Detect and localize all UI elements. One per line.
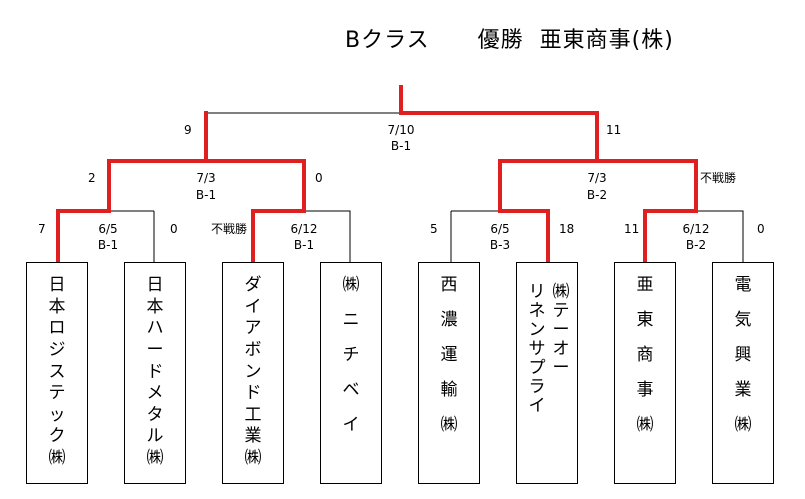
- r1d-code: B-2: [685, 238, 707, 252]
- r1a-right-score: 0: [170, 222, 178, 236]
- r1d-right-score: 0: [757, 222, 765, 236]
- semi-right-date: 7/3: [587, 171, 607, 185]
- r1c-winner-path: [498, 159, 599, 264]
- team-suffix: ㈱: [440, 415, 458, 435]
- team-suffix: ㈱: [48, 448, 66, 468]
- r1b-code: B-1: [293, 238, 315, 252]
- team-suffix: ㈱: [244, 448, 262, 468]
- team-name-line2: リネンサプライ: [528, 282, 546, 416]
- winner-name: 亜東商事(株): [539, 28, 674, 53]
- team-box-5: 西濃運輸㈱: [418, 262, 480, 484]
- r1c-right-score: 18: [559, 222, 575, 236]
- semi-right-right-score: 不戦勝: [700, 171, 737, 185]
- team-box-8: 電気興業㈱: [712, 262, 774, 484]
- winner-path: [399, 85, 698, 264]
- team-box-1: 日本ロジステック㈱: [26, 262, 88, 484]
- semi-left-left-score: 2: [88, 171, 96, 185]
- team-suffix: ㈱: [636, 415, 654, 435]
- r1a-left-score: 7: [38, 222, 46, 236]
- r1a-date: 6/5: [98, 222, 118, 236]
- r1d-right-leg: [696, 210, 744, 262]
- semi-right-code: B-2: [586, 188, 608, 202]
- team-name-4: ㈱ニチベイ: [321, 277, 381, 452]
- r1d-left-score: 11: [624, 222, 640, 236]
- team-name-1: 日本ロジステック㈱: [27, 277, 87, 472]
- team-box-2: 日本ハードメタル㈱: [124, 262, 186, 484]
- r1b-left-score: 不戦勝: [211, 222, 248, 236]
- team-box-3: ダイアボンド工業㈱: [222, 262, 284, 484]
- team-name-text: ニチベイ: [342, 310, 360, 435]
- team-name-text: 日本ハードメタル: [146, 275, 164, 447]
- r1a-winner-path: [56, 159, 111, 264]
- team-box-7: 亜東商事㈱: [614, 262, 676, 484]
- team-name-text: 西濃運輸: [440, 275, 458, 400]
- team-name-6-col2: リネンサプライ: [523, 277, 551, 416]
- team-name-text: 亜東商事: [636, 275, 654, 400]
- team-name-text: 電気興業: [734, 275, 752, 400]
- team-name-6-col1: ㈱テーオー: [547, 277, 575, 378]
- final-right-score: 11: [606, 123, 622, 137]
- semi-left-code: B-1: [195, 188, 217, 202]
- r1a-code: B-1: [97, 238, 119, 252]
- team-prefix: ㈱: [552, 282, 570, 302]
- final-code: B-1: [390, 139, 412, 153]
- class-name: Bクラス: [345, 28, 430, 53]
- team-name-3: ダイアボンド工業㈱: [223, 277, 283, 472]
- r1b-date: 6/12: [290, 222, 318, 236]
- team-box-4: ㈱ニチベイ: [320, 262, 382, 484]
- semi-left-date: 7/3: [196, 171, 216, 185]
- team-prefix: ㈱: [342, 275, 360, 295]
- semi-left-right-score: 0: [315, 171, 323, 185]
- team-name-5: 西濃運輸㈱: [419, 277, 479, 452]
- team-suffix: ㈱: [734, 415, 752, 435]
- winner-label: 優勝: [477, 28, 524, 53]
- team-name-2: 日本ハードメタル㈱: [125, 277, 185, 472]
- r1c-left-score: 5: [430, 222, 438, 236]
- final-left-score: 9: [184, 123, 192, 137]
- r1b-right-leg: [304, 210, 351, 262]
- team-name-7: 亜東商事㈱: [615, 277, 675, 452]
- team-box-6: ㈱テーオー リネンサプライ: [516, 262, 578, 484]
- r1c-date: 6/5: [490, 222, 510, 236]
- team-suffix: ㈱: [146, 448, 164, 468]
- r1d-date: 6/12: [682, 222, 710, 236]
- r1b-winner-path: [204, 159, 306, 264]
- team-name-line1: テーオー: [552, 301, 570, 378]
- semi-left-winner-path: [107, 111, 208, 163]
- final-date: 7/10: [387, 123, 415, 137]
- team-name-text: 日本ロジステック: [48, 275, 66, 447]
- team-name-8: 電気興業㈱: [713, 277, 773, 452]
- team-name-text: ダイアボンド工業: [244, 275, 262, 447]
- r1c-code: B-3: [489, 238, 511, 252]
- tournament-title: Bクラス 優勝 亜東商事(株): [345, 22, 674, 54]
